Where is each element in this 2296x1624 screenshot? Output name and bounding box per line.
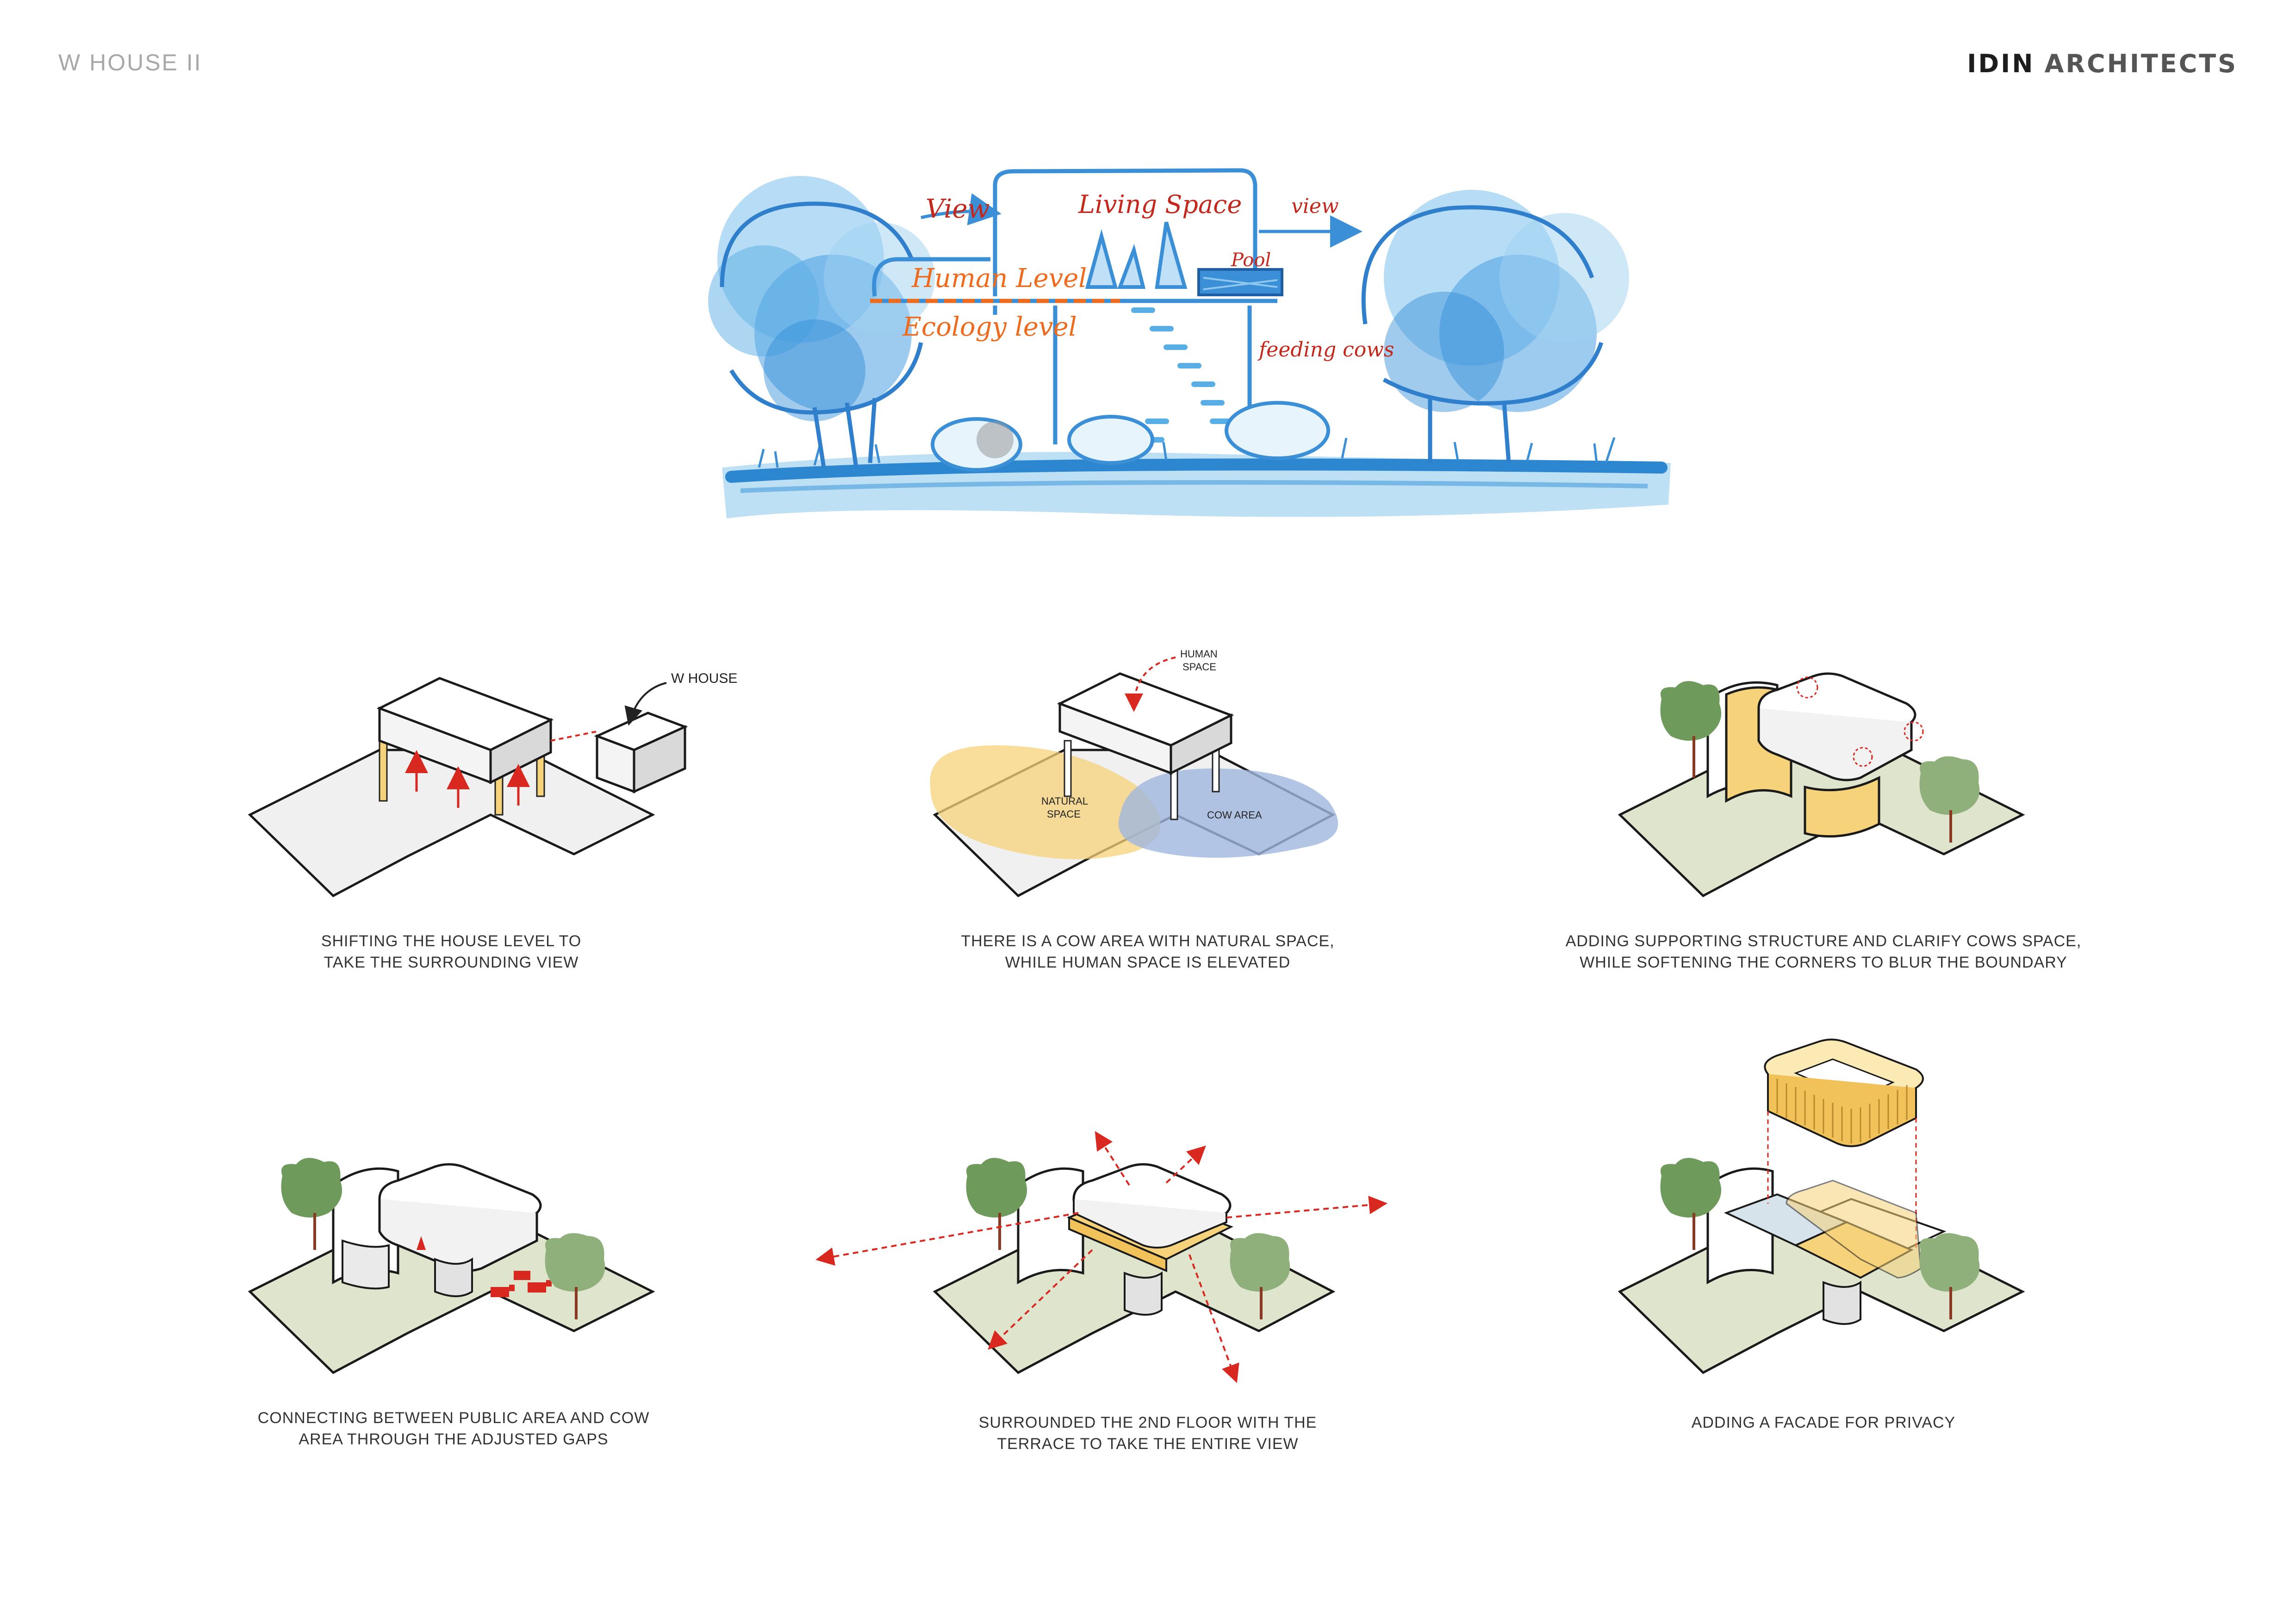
- caption-line: SURROUNDED THE 2ND FLOOR WITH THE: [978, 1414, 1317, 1431]
- diagram-cow-area: HUMAN SPACE NATURAL SPACE COW AREA: [930, 648, 1338, 898]
- tree-right: [1919, 1233, 1980, 1319]
- caption-diagram-3: ADDING SUPPORTING STRUCTURE AND CLARIFY …: [1546, 931, 2101, 973]
- sketch-label-view-left: View: [926, 194, 989, 224]
- diagram-shifting-level: W HOUSE: [248, 671, 737, 898]
- tree-left: [1660, 681, 1722, 778]
- caption-diagram-5: SURROUNDED THE 2ND FLOOR WITH THE TERRAC…: [870, 1412, 1425, 1455]
- brand-rest: ARCHITECTS: [2044, 49, 2238, 78]
- diagram-facade: [1618, 1038, 2025, 1374]
- label-cow-area: COW AREA: [1207, 809, 1262, 821]
- label-human-space-1: HUMAN: [1180, 648, 1218, 660]
- brand-logo: IDIN ARCHITECTS: [1967, 49, 2238, 78]
- sketch-label-human-level: Human Level: [911, 263, 1087, 294]
- tree-right: [1230, 1233, 1290, 1319]
- tree-right: [1919, 756, 1980, 843]
- sketch-label-living: Living Space: [1078, 190, 1242, 219]
- caption-diagram-2: THERE IS A COW AREA WITH NATURAL SPACE, …: [870, 931, 1425, 973]
- caption-line: WHILE SOFTENING THE CORNERS TO BLUR THE …: [1580, 954, 2067, 971]
- caption-line: SHIFTING THE HOUSE LEVEL TO: [321, 932, 582, 950]
- caption-line: WHILE HUMAN SPACE IS ELEVATED: [1005, 954, 1291, 971]
- concept-sketch: View Living Space view Pool Human Level …: [708, 168, 1671, 518]
- brand-bold: IDIN: [1967, 49, 2035, 78]
- label-w-house: W HOUSE: [671, 671, 737, 686]
- sketch-label-feeding-cows: feeding cows: [1257, 338, 1394, 362]
- diagram-connecting-gaps: [248, 1158, 655, 1374]
- sketch-label-ecology-level: Ecology level: [902, 312, 1077, 342]
- sketch-label-view-right: view: [1291, 194, 1339, 218]
- project-title: W HOUSE II: [58, 50, 202, 75]
- sketch-tree-right: [1361, 190, 1629, 463]
- tree-left: [1660, 1158, 1722, 1250]
- sketch-tree-left: [708, 176, 935, 468]
- label-natural-space-2: SPACE: [1047, 808, 1081, 820]
- tree-right: [545, 1233, 605, 1319]
- caption-line: THERE IS A COW AREA WITH NATURAL SPACE,: [961, 932, 1335, 950]
- caption-diagram-6: ADDING A FACADE FOR PRIVACY: [1546, 1412, 2101, 1433]
- caption-line: AREA THROUGH THE ADJUSTED GAPS: [299, 1430, 609, 1448]
- label-natural-space-1: NATURAL: [1041, 795, 1088, 807]
- caption-line: TAKE THE SURROUNDING VIEW: [324, 954, 579, 971]
- caption-line: ADDING A FACADE FOR PRIVACY: [1691, 1414, 1956, 1431]
- tree-left: [966, 1158, 1027, 1250]
- caption-diagram-1: SHIFTING THE HOUSE LEVEL TO TAKE THE SUR…: [174, 931, 729, 973]
- caption-line: ADDING SUPPORTING STRUCTURE AND CLARIFY …: [1565, 932, 2082, 950]
- diagram-terrace-view: [815, 1131, 1388, 1383]
- view-arrows: [815, 1131, 1388, 1383]
- caption-diagram-4: CONNECTING BETWEEN PUBLIC AREA AND COW A…: [176, 1407, 731, 1450]
- label-human-space-2: SPACE: [1182, 661, 1216, 673]
- diagram-supporting-structure: [1618, 672, 2025, 898]
- tree-left: [281, 1158, 342, 1250]
- caption-line: CONNECTING BETWEEN PUBLIC AREA AND COW: [257, 1409, 650, 1427]
- caption-line: TERRACE TO TAKE THE ENTIRE VIEW: [997, 1435, 1299, 1453]
- sketch-label-pool: Pool: [1231, 250, 1271, 271]
- cow-icons: [417, 1236, 552, 1297]
